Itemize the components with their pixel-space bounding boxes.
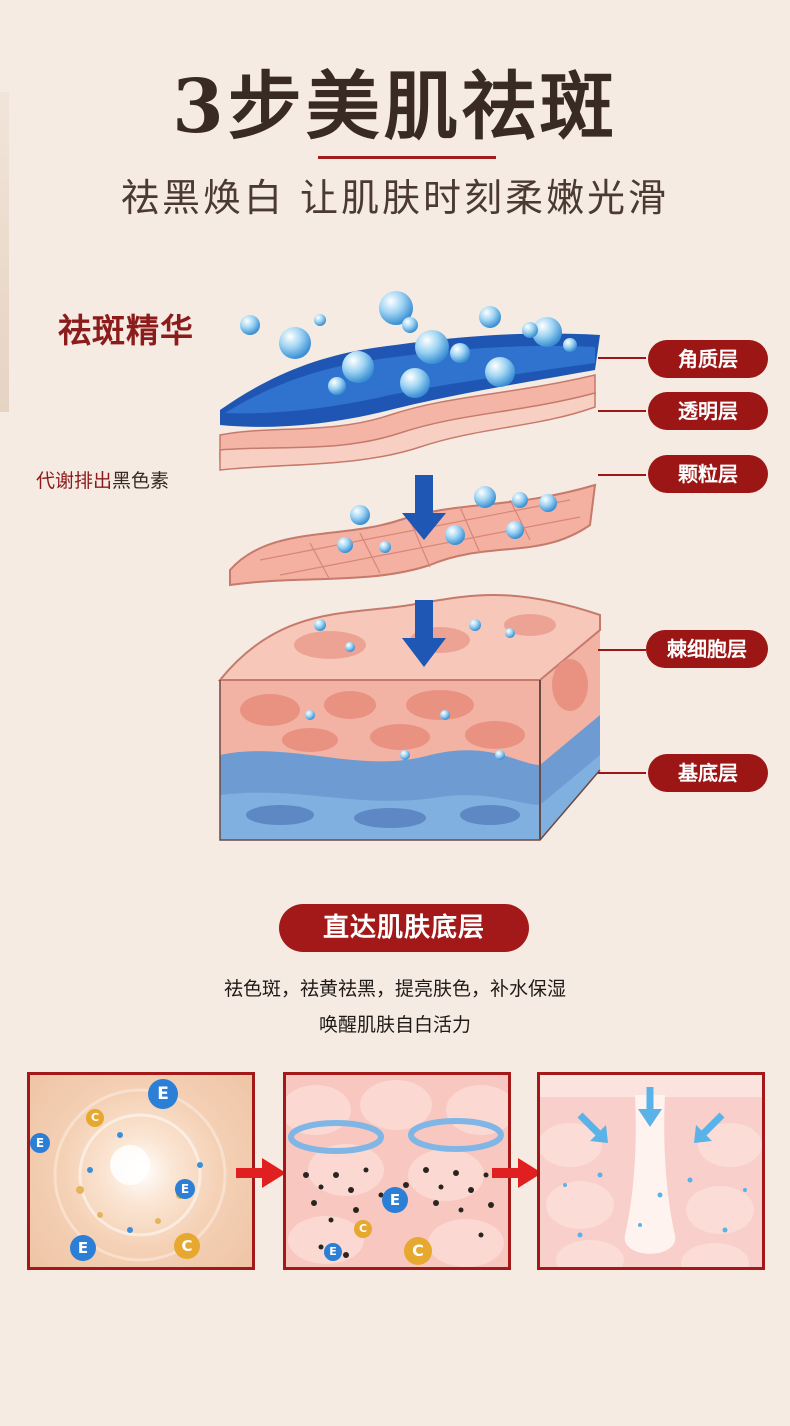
leader-line [598,772,646,774]
layer-label-stratum-corneum: 角质层 [648,340,768,378]
layer-label-stratum-lucidum: 透明层 [648,392,768,430]
leader-line [598,649,646,651]
layer-label-stratum-spinosum: 棘细胞层 [646,630,768,668]
layer-label-stratum-granulosum: 颗粒层 [648,455,768,493]
leader-line [598,474,646,476]
essence-label: 祛斑精华 [58,311,194,350]
skin-layer-diagram [217,291,602,841]
vitamin-e-icon: E [324,1243,342,1261]
pigment-clearing-illustration [286,1080,508,1267]
vitamin-e-icon: E [30,1133,50,1153]
step-panel-2: E C C E [283,1072,511,1270]
benefit-line-1: 祛色斑，祛黄祛黑，提亮肤色，补水保湿 [223,978,566,1000]
left-edge-decoration [0,92,9,412]
hydration-illustration [540,1075,762,1267]
stratum-corneum-stack [219,333,600,471]
page-title: 3步美肌祛斑 [172,64,618,150]
deep-penetration-badge: 直达肌肤底层 [279,904,529,952]
vitamin-c-icon: C [174,1233,200,1259]
step-panel-1: E E E E C C [27,1072,255,1270]
vitamin-c-icon: C [86,1109,104,1127]
vitamin-e-icon: E [382,1187,408,1213]
right-arrow-icon [492,1158,542,1188]
metabolism-prefix: 代谢排出 [36,470,113,492]
spinous-basal-block [217,594,602,841]
granular-layer-sheet [229,483,597,587]
leader-line [598,357,646,359]
vitamin-e-icon: E [148,1079,178,1109]
title-divider [318,156,496,159]
essence-bubbles [240,291,577,760]
vitamin-essence-illustration [53,1088,227,1262]
down-arrow-icon [402,600,446,667]
benefit-line-2: 唤醒肌肤自白活力 [318,1014,471,1036]
metabolism-label: 代谢排出黑色素 [36,466,169,493]
metabolism-suffix: 黑色素 [112,470,170,492]
down-arrow-icon [402,475,446,540]
step-panel-3 [537,1072,765,1270]
vitamin-c-icon: C [404,1237,432,1265]
page-subtitle: 祛黑焕白 让肌肤时刻柔嫩光滑 [120,176,670,220]
leader-line [598,410,646,412]
layer-label-stratum-basale: 基底层 [648,754,768,792]
vitamin-e-icon: E [175,1179,195,1199]
right-arrow-icon [236,1158,286,1188]
vitamin-e-icon: E [70,1235,96,1261]
vitamin-c-icon: C [354,1220,372,1238]
